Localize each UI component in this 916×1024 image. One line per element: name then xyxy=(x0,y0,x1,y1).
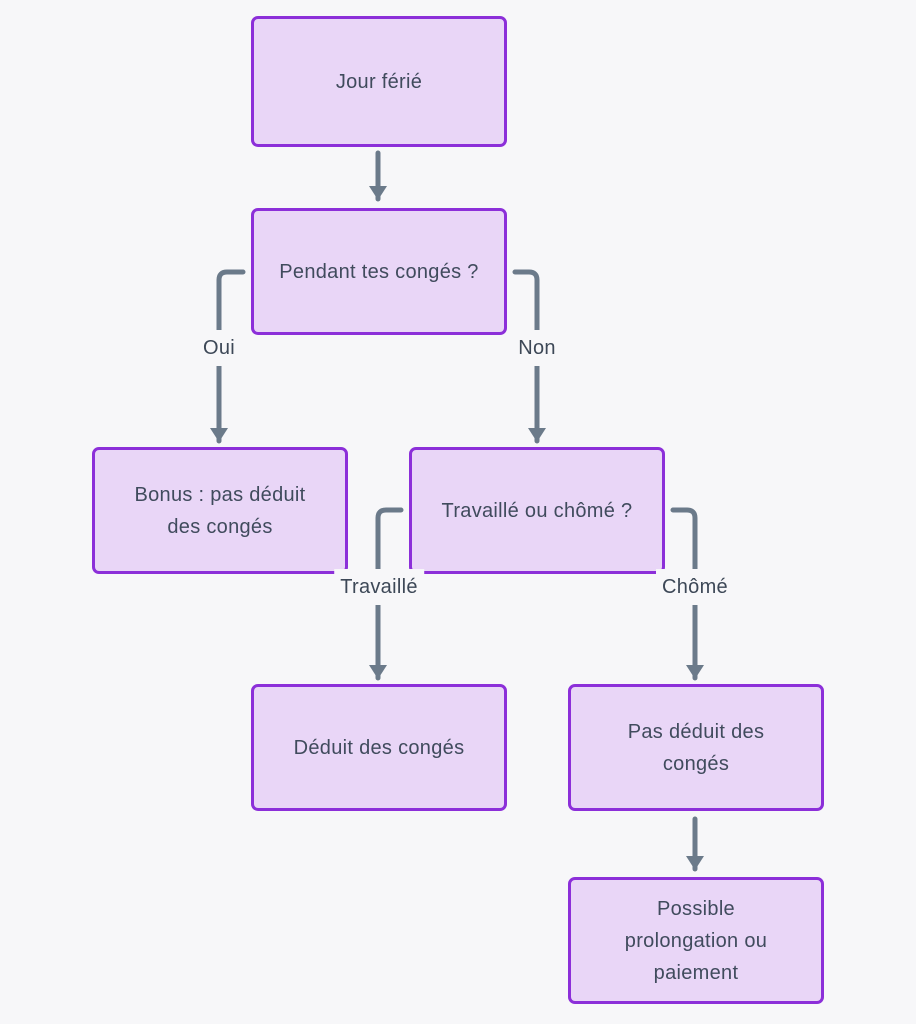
node-pendant-conges: Pendant tes congés ? xyxy=(251,208,507,335)
edge-non xyxy=(512,269,546,444)
edge-travaille xyxy=(369,507,404,681)
node-jour-ferie: Jour férié xyxy=(251,16,507,147)
edge-label-chome: Chômé xyxy=(656,569,734,605)
edge-label-non: Non xyxy=(512,330,562,366)
edge-chome xyxy=(670,507,704,681)
node-deduit-des-conges: Déduit des congés xyxy=(251,684,507,811)
node-pas-deduit-des-conges: Pas déduit des congés xyxy=(568,684,824,811)
edge-label-oui: Oui xyxy=(196,330,242,366)
node-travaille-ou-chome: Travaillé ou chômé ? xyxy=(409,447,665,574)
edge-oui xyxy=(210,269,246,444)
node-bonus-pas-deduit: Bonus : pas déduit des congés xyxy=(92,447,348,574)
edge-label-travaille: Travaillé xyxy=(334,569,424,605)
node-possible-prolongation: Possible prolongation ou paiement xyxy=(568,877,824,1004)
